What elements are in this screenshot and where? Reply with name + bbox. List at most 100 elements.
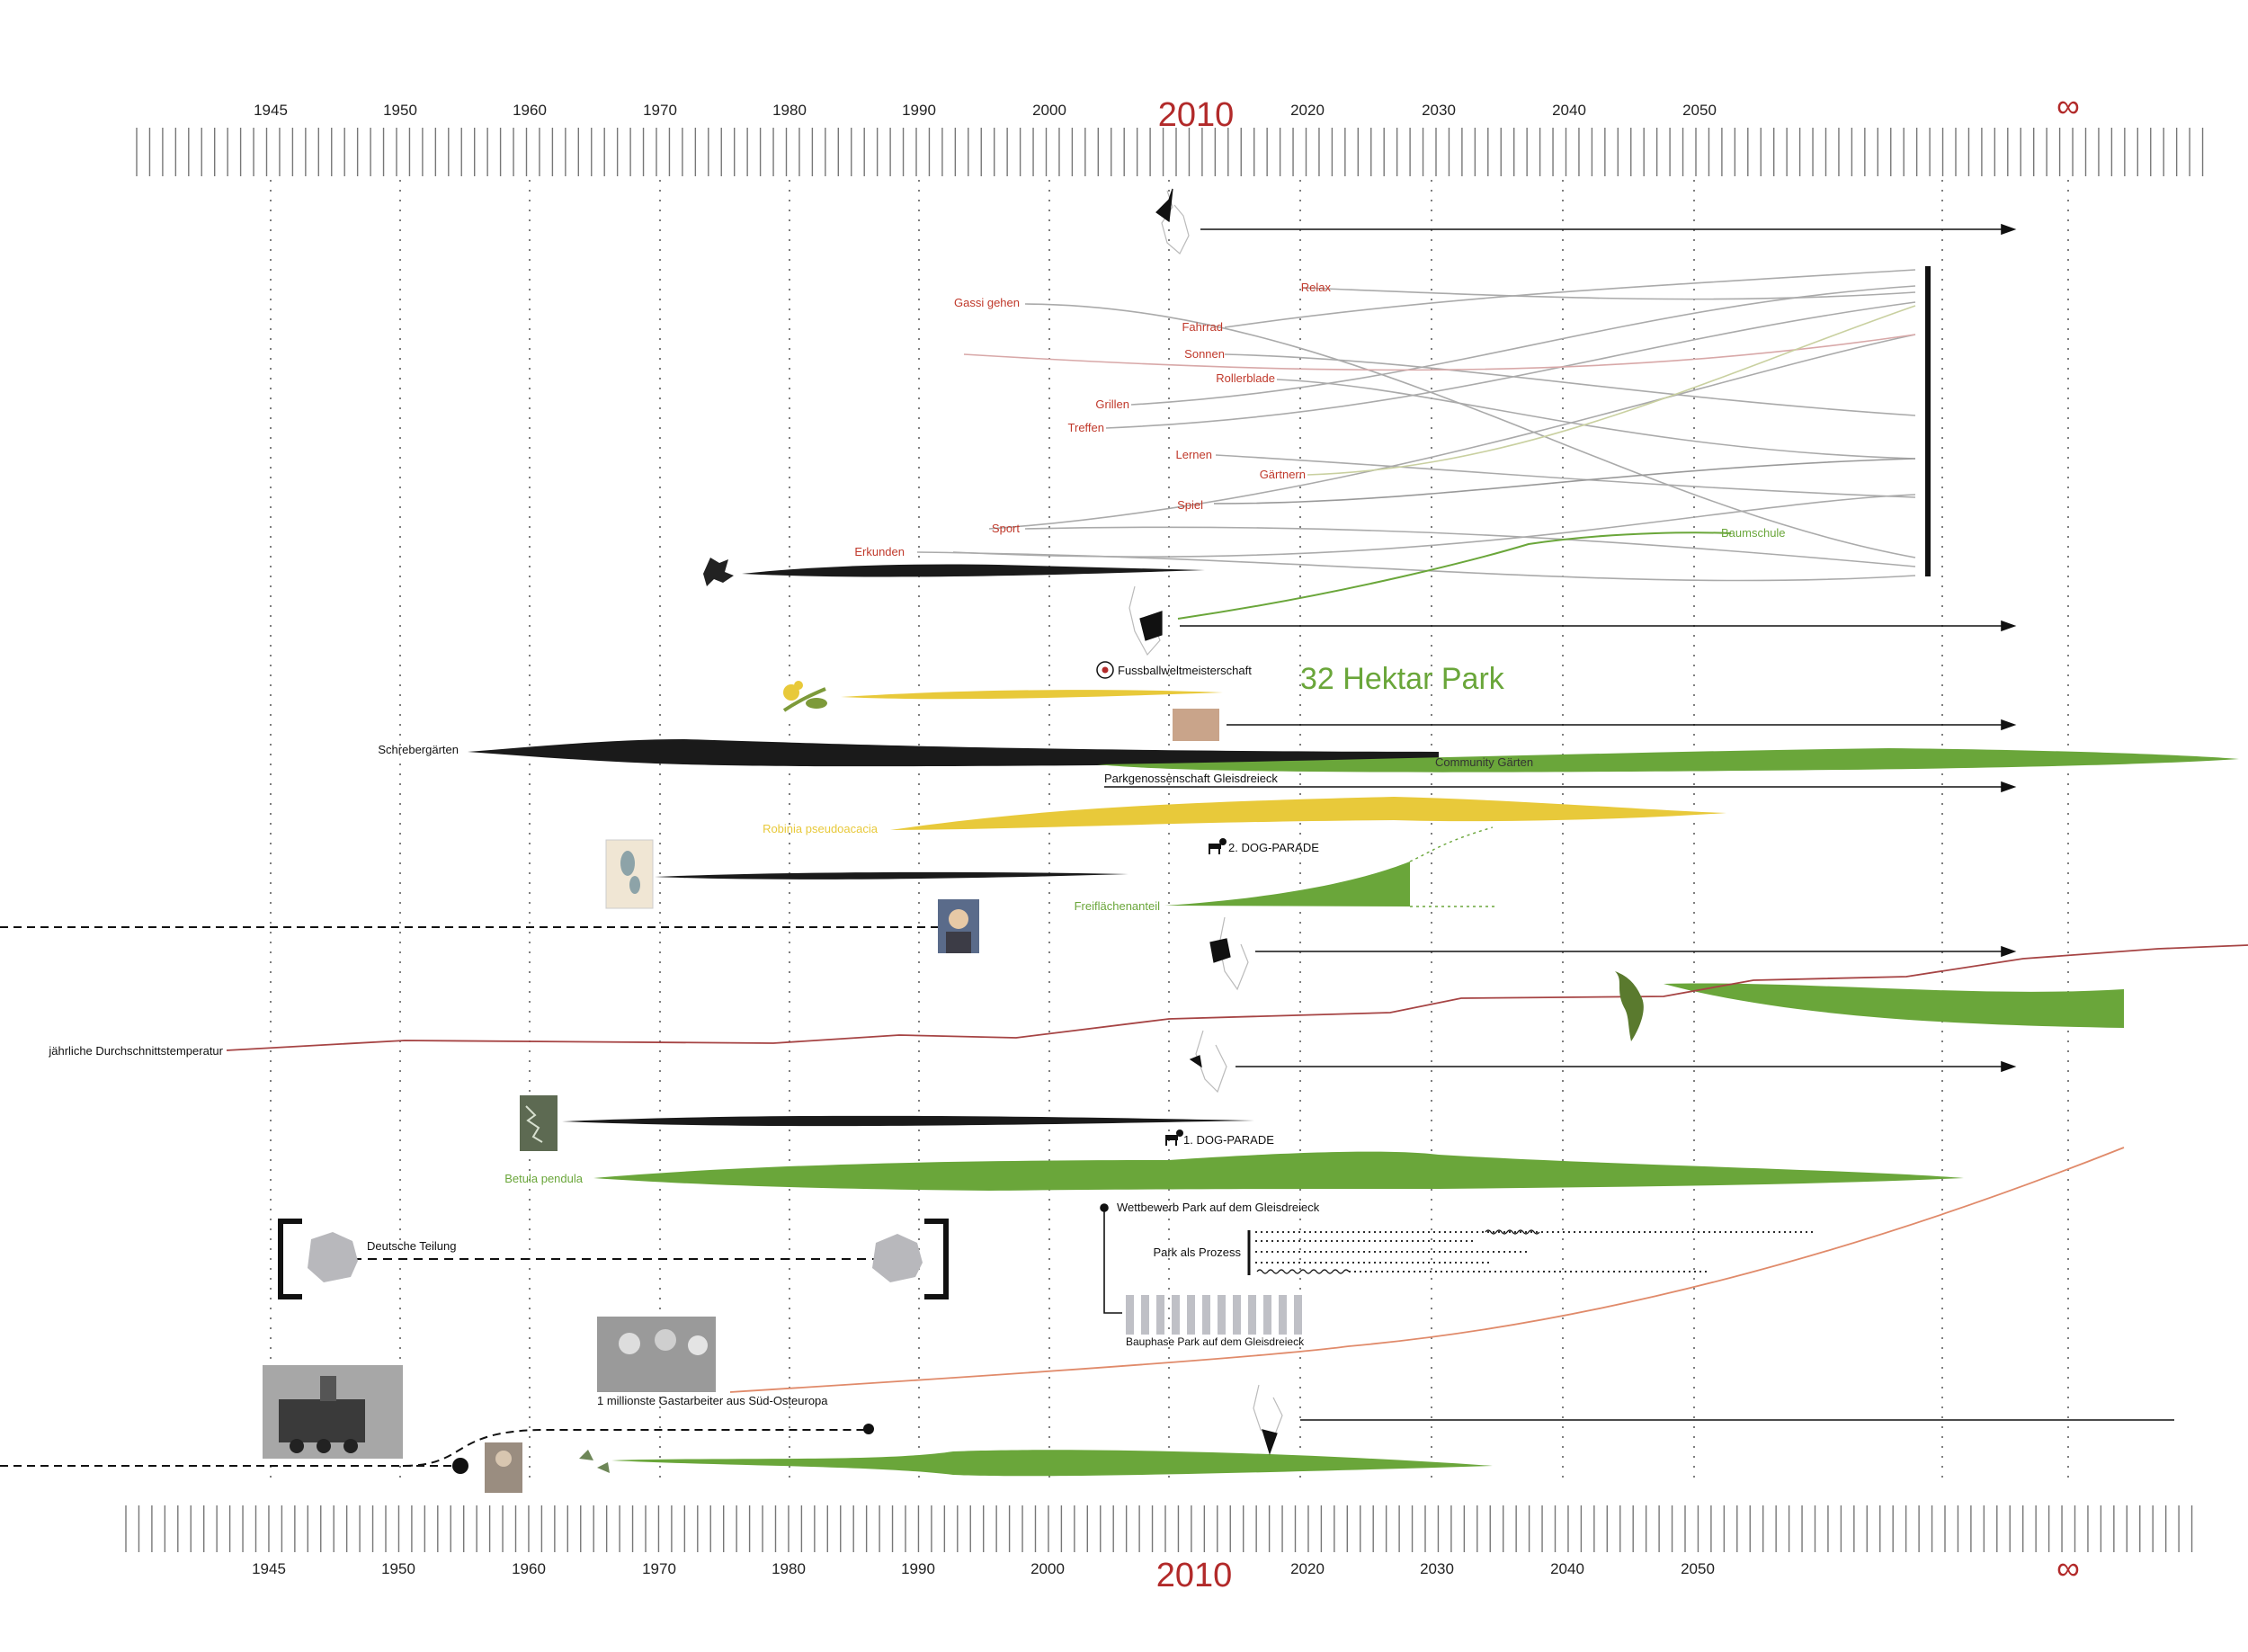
dog-icon <box>1165 1130 1183 1146</box>
stream-schrebergaerten <box>468 739 1439 767</box>
bottom-year-1950: 1950 <box>381 1560 415 1577</box>
park-als-prozess <box>1247 1229 1816 1275</box>
bottom-axis: 1945 1950 1960 1970 1980 1990 2000 2010 … <box>125 1505 2193 1594</box>
berlin-map-icon <box>308 1232 358 1282</box>
top-year-2040: 2040 <box>1552 102 1586 119</box>
flower-icon <box>779 678 829 718</box>
bauphase-stripes <box>1126 1295 1302 1335</box>
figure-icon <box>1209 916 1249 991</box>
decade-guides <box>270 180 2069 1484</box>
label-grillen: Grillen <box>1095 397 1129 411</box>
stream-flower <box>841 690 1223 700</box>
top-ruler-ticks <box>136 128 2204 176</box>
stream-bottom <box>611 1450 1493 1477</box>
colored-activity-lines <box>963 305 1916 620</box>
label-robinia: Robinia pseudoacacia <box>763 822 879 835</box>
top-year-1990: 1990 <box>902 102 936 119</box>
stream-erkunden <box>742 564 1205 577</box>
label-community: Community Gärten <box>1435 755 1533 769</box>
label-dogparade2: 2. DOG-PARADE <box>1228 841 1319 854</box>
future-arrows <box>1104 223 2174 1421</box>
label-bauphase: Bauphase Park auf dem Gleisdreieck <box>1126 1335 1305 1348</box>
label-prozess: Park als Prozess <box>1153 1246 1241 1259</box>
label-sonnen: Sonnen <box>1184 347 1225 361</box>
group-photo-icon <box>597 1317 716 1392</box>
label-rollerblade: Rollerblade <box>1216 371 1275 385</box>
top-year-2050: 2050 <box>1682 102 1717 119</box>
top-year-2020: 2020 <box>1290 102 1325 119</box>
top-year-1950: 1950 <box>383 102 417 119</box>
label-sport: Sport <box>992 522 1020 535</box>
top-year-1960: 1960 <box>513 102 547 119</box>
wettbewerb-bracket <box>1100 1203 1122 1314</box>
berlin-map-icon <box>872 1234 923 1282</box>
label-betula: Betula pendula <box>504 1172 584 1185</box>
bottom-year-1990: 1990 <box>901 1560 935 1577</box>
label-dogparade1: 1. DOG-PARADE <box>1183 1133 1274 1147</box>
top-year-1980: 1980 <box>772 102 807 119</box>
stream-1970 <box>655 871 1128 880</box>
bottom-year-2030: 2030 <box>1420 1560 1454 1577</box>
label-fussball: Fussballweltmeisterschaft <box>1118 664 1252 677</box>
stream-robinia <box>890 797 1726 830</box>
label-temperatur: jährliche Durchschnittstemperatur <box>48 1044 223 1058</box>
top-year-2030: 2030 <box>1422 102 1456 119</box>
dog-icon <box>1209 838 1227 854</box>
label-treffen: Treffen <box>1068 421 1104 434</box>
figure-icon <box>1128 585 1163 656</box>
bottom-year-2050: 2050 <box>1681 1560 1715 1577</box>
label-erkunden: Erkunden <box>854 545 905 558</box>
leaf-icon <box>1615 971 1644 1041</box>
event-labels: Fussballweltmeisterschaft 32 Hektar Park… <box>48 662 1533 1407</box>
train-photo-icon <box>263 1365 403 1459</box>
bottom-year-2020: 2020 <box>1290 1560 1325 1577</box>
label-schreber: Schrebergärten <box>378 743 459 756</box>
label-gastarbeiter: 1 millionste Gastarbeiter aus Süd-Osteur… <box>597 1394 828 1407</box>
figure-icon <box>1189 1030 1227 1094</box>
dashed-histories <box>0 926 941 1467</box>
top-year-2010: 2010 <box>1158 96 1235 134</box>
portrait-icon <box>485 1442 522 1493</box>
bottom-year-1960: 1960 <box>512 1560 546 1577</box>
top-year-2000: 2000 <box>1032 102 1066 119</box>
label-fahrrad: Fahrrad <box>1182 320 1223 334</box>
activity-endpoint-bar <box>1925 266 1931 576</box>
label-freiflaechen: Freiflächenanteil <box>1075 899 1160 913</box>
label-relax: Relax <box>1301 281 1332 294</box>
bottom-year-1980: 1980 <box>772 1560 806 1577</box>
label-gassi: Gassi gehen <box>954 296 1020 309</box>
activity-labels: Relax Gassi gehen Fahrrad Sonnen Rollerb… <box>854 281 1785 558</box>
label-wettbewerb: Wettbewerb Park auf dem Gleisdreieck <box>1117 1201 1320 1214</box>
streams <box>468 564 2239 1477</box>
activity-flows <box>916 269 1916 582</box>
bird-icon <box>703 558 734 586</box>
top-infinity: ∞ <box>2056 87 2080 124</box>
leaf-icon <box>579 1450 610 1473</box>
stream-leaf <box>1664 983 2124 1028</box>
stream-1960 <box>562 1115 1254 1127</box>
botanical-plate-icon <box>620 851 640 894</box>
top-year-1945: 1945 <box>254 102 288 119</box>
gastarbeiter-line <box>729 1147 2125 1393</box>
label-spiel: Spiel <box>1177 498 1203 512</box>
label-lernen: Lernen <box>1176 448 1212 461</box>
bottom-year-2000: 2000 <box>1030 1560 1065 1577</box>
gastarbeiter-dot <box>452 1458 468 1474</box>
park-title: 32 Hektar Park <box>1300 662 1505 696</box>
history-end-dot <box>863 1424 874 1434</box>
figure-icon <box>1253 1384 1283 1455</box>
bottom-ruler-ticks <box>125 1505 2193 1552</box>
label-parkgenossenschaft: Parkgenossenschaft Gleisdreieck <box>1104 772 1278 785</box>
tree-icon <box>520 1095 558 1151</box>
football-icon <box>1096 661 1114 679</box>
top-axis: 1945 1950 1960 1970 1980 1990 2000 2010 … <box>136 87 2204 176</box>
portrait-icon <box>938 899 979 953</box>
bottom-year-1945: 1945 <box>252 1560 286 1577</box>
label-gaertnern: Gärtnern <box>1260 468 1306 481</box>
bottom-infinity: ∞ <box>2056 1549 2080 1586</box>
portrait-icon <box>1173 709 1219 741</box>
bottom-year-2010: 2010 <box>1156 1557 1233 1594</box>
label-teilung: Deutsche Teilung <box>367 1239 457 1253</box>
label-baumschule: Baumschule <box>1721 526 1786 540</box>
